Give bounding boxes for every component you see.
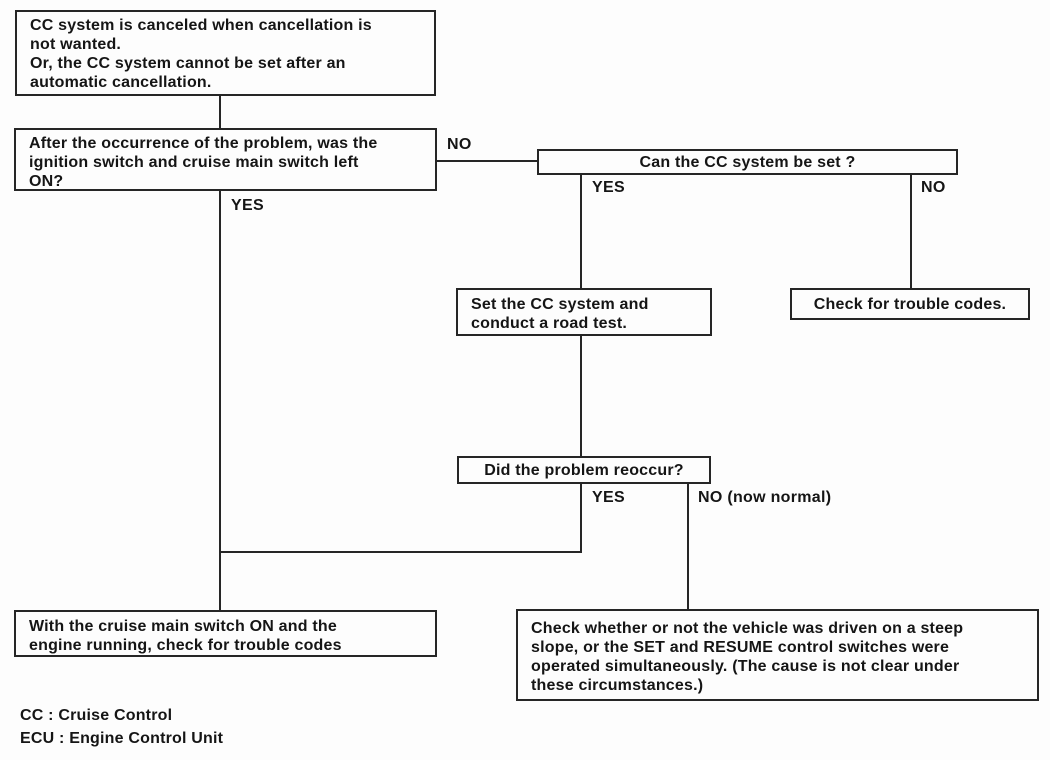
connector-yes-main-vertical: [219, 191, 221, 610]
legend: CC : Cruise Control ECU : Engine Control…: [20, 704, 223, 750]
legend-ecu: ECU : Engine Control Unit: [20, 730, 224, 747]
node-set-road-test: Set the CC system and conduct a road tes…: [456, 288, 712, 336]
connector-yes-to-road-test: [580, 175, 582, 288]
branch-label-yes-reoccur: YES: [592, 489, 625, 506]
node-check-steep-slope: Check whether or not the vehicle was dri…: [516, 609, 1039, 701]
branch-label-no-cc-set: NO: [921, 179, 946, 196]
node-question-problem-reoccur: Did the problem reoccur?: [457, 456, 711, 484]
connector-no-to-check-codes: [910, 175, 912, 288]
node-check-trouble-codes: Check for trouble codes.: [790, 288, 1030, 320]
branch-label-no-ignition: NO: [447, 136, 472, 153]
branch-label-no-reoccur: NO (now normal): [698, 489, 832, 506]
node-question-cc-set: Can the CC system be set ?: [537, 149, 958, 175]
connector-yes-reoccur-down: [580, 484, 582, 553]
connector-yes-reoccur-join: [219, 551, 582, 553]
connector-no-to-cc-set-question: [437, 160, 537, 162]
branch-label-yes-ignition: YES: [231, 197, 264, 214]
node-symptom: CC system is canceled when cancellation …: [15, 10, 436, 96]
connector-no-reoccur-to-steep-slope: [687, 484, 689, 609]
connector-road-test-to-reoccur-question: [580, 336, 582, 456]
legend-cc: CC : Cruise Control: [20, 707, 173, 724]
node-check-codes-engine-running: With the cruise main switch ON and the e…: [14, 610, 437, 657]
branch-label-yes-cc-set: YES: [592, 179, 625, 196]
node-question-ignition-switch: After the occurrence of the problem, was…: [14, 128, 437, 191]
connector-symptom-to-ignition-question: [219, 95, 221, 129]
